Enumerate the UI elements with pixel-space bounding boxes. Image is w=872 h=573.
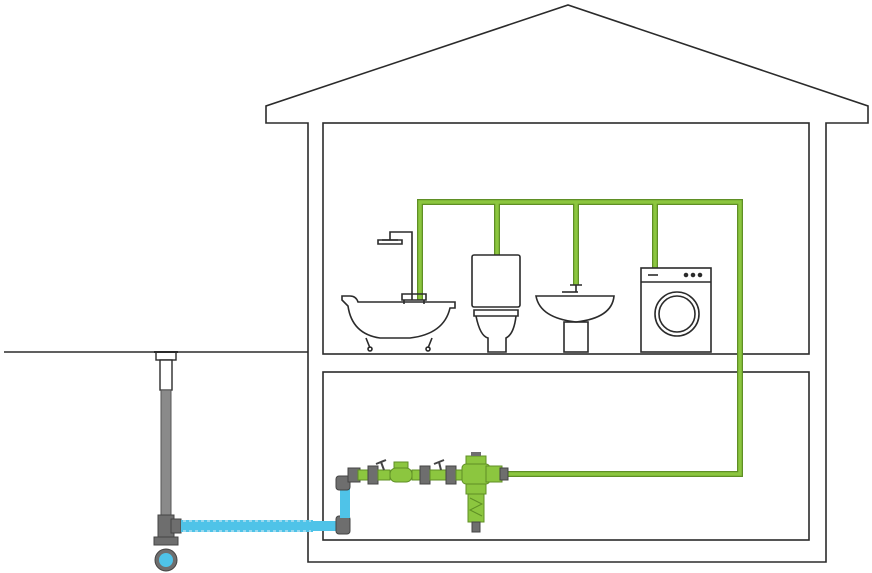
isolation-valve-icon	[375, 459, 391, 481]
washbasin-icon	[535, 284, 615, 353]
washing-machine-icon	[640, 267, 712, 353]
stopcock-icon	[154, 351, 178, 391]
mains-riser-pipe	[335, 467, 361, 535]
service-pipe	[157, 389, 182, 538]
fittings-assembly	[357, 459, 465, 485]
house-outline-icon	[265, 4, 869, 563]
check-valve-icon	[429, 459, 449, 481]
toilet-icon	[471, 254, 521, 353]
mains-inlet-pipe	[181, 520, 337, 532]
supply-pipe-network	[417, 199, 743, 477]
basement-room	[322, 371, 810, 541]
mains-valve-icon	[153, 536, 179, 572]
upper-floor-room	[322, 122, 810, 355]
water-meter-icon	[389, 461, 423, 483]
bathtub-icon	[341, 295, 456, 352]
water-filter-icon	[461, 452, 509, 533]
